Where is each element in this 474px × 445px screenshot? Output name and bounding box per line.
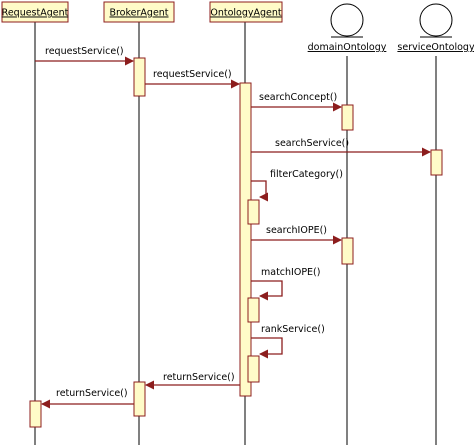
activation-ontology-filter	[247, 199, 260, 225]
message-search-concept: searchConcept()	[251, 92, 342, 112]
message-label: returnService()	[56, 388, 128, 399]
participant-broker-agent: BrokerAgent	[103, 1, 175, 23]
message-label: searchService()	[275, 138, 349, 149]
activation-domain-iope	[341, 237, 354, 265]
message-label: filterCategory()	[270, 169, 343, 180]
participant-service-ontology: serviceOntology	[397, 3, 474, 53]
message-request-service-2: requestService()	[145, 69, 240, 89]
message-search-iope: searchIOPE()	[251, 225, 342, 245]
message-match-iope: matchIOPE()	[251, 267, 320, 301]
participant-request-agent: RequestAgent	[1, 1, 69, 23]
message-filter-category: filterCategory()	[251, 169, 343, 202]
message-label: returnService()	[163, 372, 235, 383]
participant-ontology-agent: OntologyAgent	[209, 1, 283, 23]
message-rank-service: rankService()	[251, 324, 325, 359]
activation-domain-concept	[341, 104, 354, 131]
message-label: requestService()	[45, 46, 124, 57]
activation-request-return	[29, 400, 42, 428]
participant-label: RequestAgent	[2, 8, 69, 19]
activation-ontology-match	[247, 297, 260, 323]
message-search-service: searchService()	[251, 138, 431, 157]
activation-broker-request	[133, 57, 146, 97]
message-request-service-1: requestService()	[35, 46, 134, 66]
entity-icon	[419, 3, 453, 37]
message-label: searchConcept()	[259, 92, 337, 103]
participant-label: serviceOntology	[397, 42, 474, 53]
activation-service-search	[430, 149, 443, 176]
message-label: rankService()	[261, 324, 325, 335]
activation-broker-return	[133, 381, 146, 417]
activation-ontology-main	[239, 82, 252, 397]
participant-domain-ontology: domainOntology	[308, 3, 387, 53]
participant-label: domainOntology	[308, 42, 387, 53]
message-label: matchIOPE()	[261, 267, 320, 278]
entity-icon	[330, 3, 364, 37]
message-label: requestService()	[153, 69, 232, 80]
message-return-service-1: returnService()	[145, 372, 240, 390]
participant-label: OntologyAgent	[210, 8, 282, 19]
activation-ontology-rank	[247, 355, 260, 383]
participant-label: BrokerAgent	[109, 8, 168, 19]
message-label: searchIOPE()	[266, 225, 327, 236]
message-return-service-2: returnService()	[41, 388, 134, 409]
